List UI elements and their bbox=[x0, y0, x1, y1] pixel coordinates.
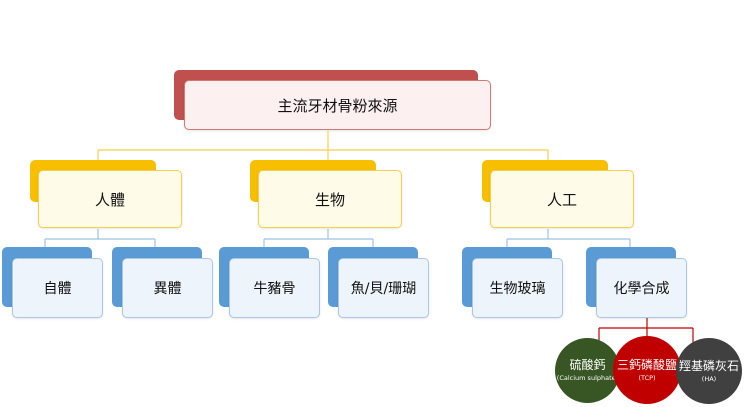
material-tcp-name: 三鈣磷酸鹽 bbox=[616, 357, 677, 372]
leaf-niuzhugu-label: 牛豬骨 bbox=[253, 281, 296, 297]
leaf-huaxuehecheng-label: 化學合成 bbox=[613, 281, 670, 297]
material-liusuangai: 硫酸鈣 (Calcium sulphate) bbox=[555, 338, 620, 403]
leaf-ziti-label: 自體 bbox=[43, 281, 72, 297]
material-ha: 羥基磷灰石 (HA) bbox=[676, 338, 742, 404]
root-node-label: 主流牙材骨粉來源 bbox=[277, 96, 398, 115]
leaf-yiti-label: 異體 bbox=[153, 281, 182, 297]
category-renti-label: 人體 bbox=[94, 190, 125, 209]
category-rengong-label: 人工 bbox=[546, 190, 577, 209]
material-connectors bbox=[598, 318, 694, 343]
leaf-yubeishanhu-box: 魚/貝/珊瑚 bbox=[338, 258, 429, 318]
leaf-shengwuboli-box: 生物玻璃 bbox=[472, 258, 563, 318]
leaf-huaxuehecheng-box: 化學合成 bbox=[596, 258, 687, 318]
leaf-ziti-box: 自體 bbox=[12, 258, 103, 318]
material-liusuangai-abbr: (Calcium sulphate) bbox=[556, 374, 619, 382]
material-ha-name: 羥基磷灰石 bbox=[678, 358, 739, 373]
category-shengwu-label: 生物 bbox=[314, 190, 345, 209]
root-node-box: 主流牙材骨粉來源 bbox=[184, 80, 491, 130]
material-tcp: 三鈣磷酸鹽 (TCP) bbox=[613, 336, 681, 404]
category-connectors bbox=[44, 229, 631, 247]
leaf-niuzhugu-box: 牛豬骨 bbox=[229, 258, 320, 318]
category-rengong-box: 人工 bbox=[490, 170, 634, 228]
material-ha-abbr: (HA) bbox=[701, 374, 717, 383]
material-tcp-abbr: (TCP) bbox=[638, 373, 656, 382]
material-liusuangai-name: 硫酸鈣 bbox=[569, 358, 606, 372]
root-connectors bbox=[97, 131, 549, 162]
category-shengwu-box: 生物 bbox=[258, 170, 402, 228]
leaf-yiti-box: 異體 bbox=[122, 258, 213, 318]
leaf-yubeishanhu-label: 魚/貝/珊瑚 bbox=[350, 281, 417, 297]
leaf-shengwuboli-label: 生物玻璃 bbox=[489, 281, 546, 297]
category-renti-box: 人體 bbox=[38, 170, 182, 228]
